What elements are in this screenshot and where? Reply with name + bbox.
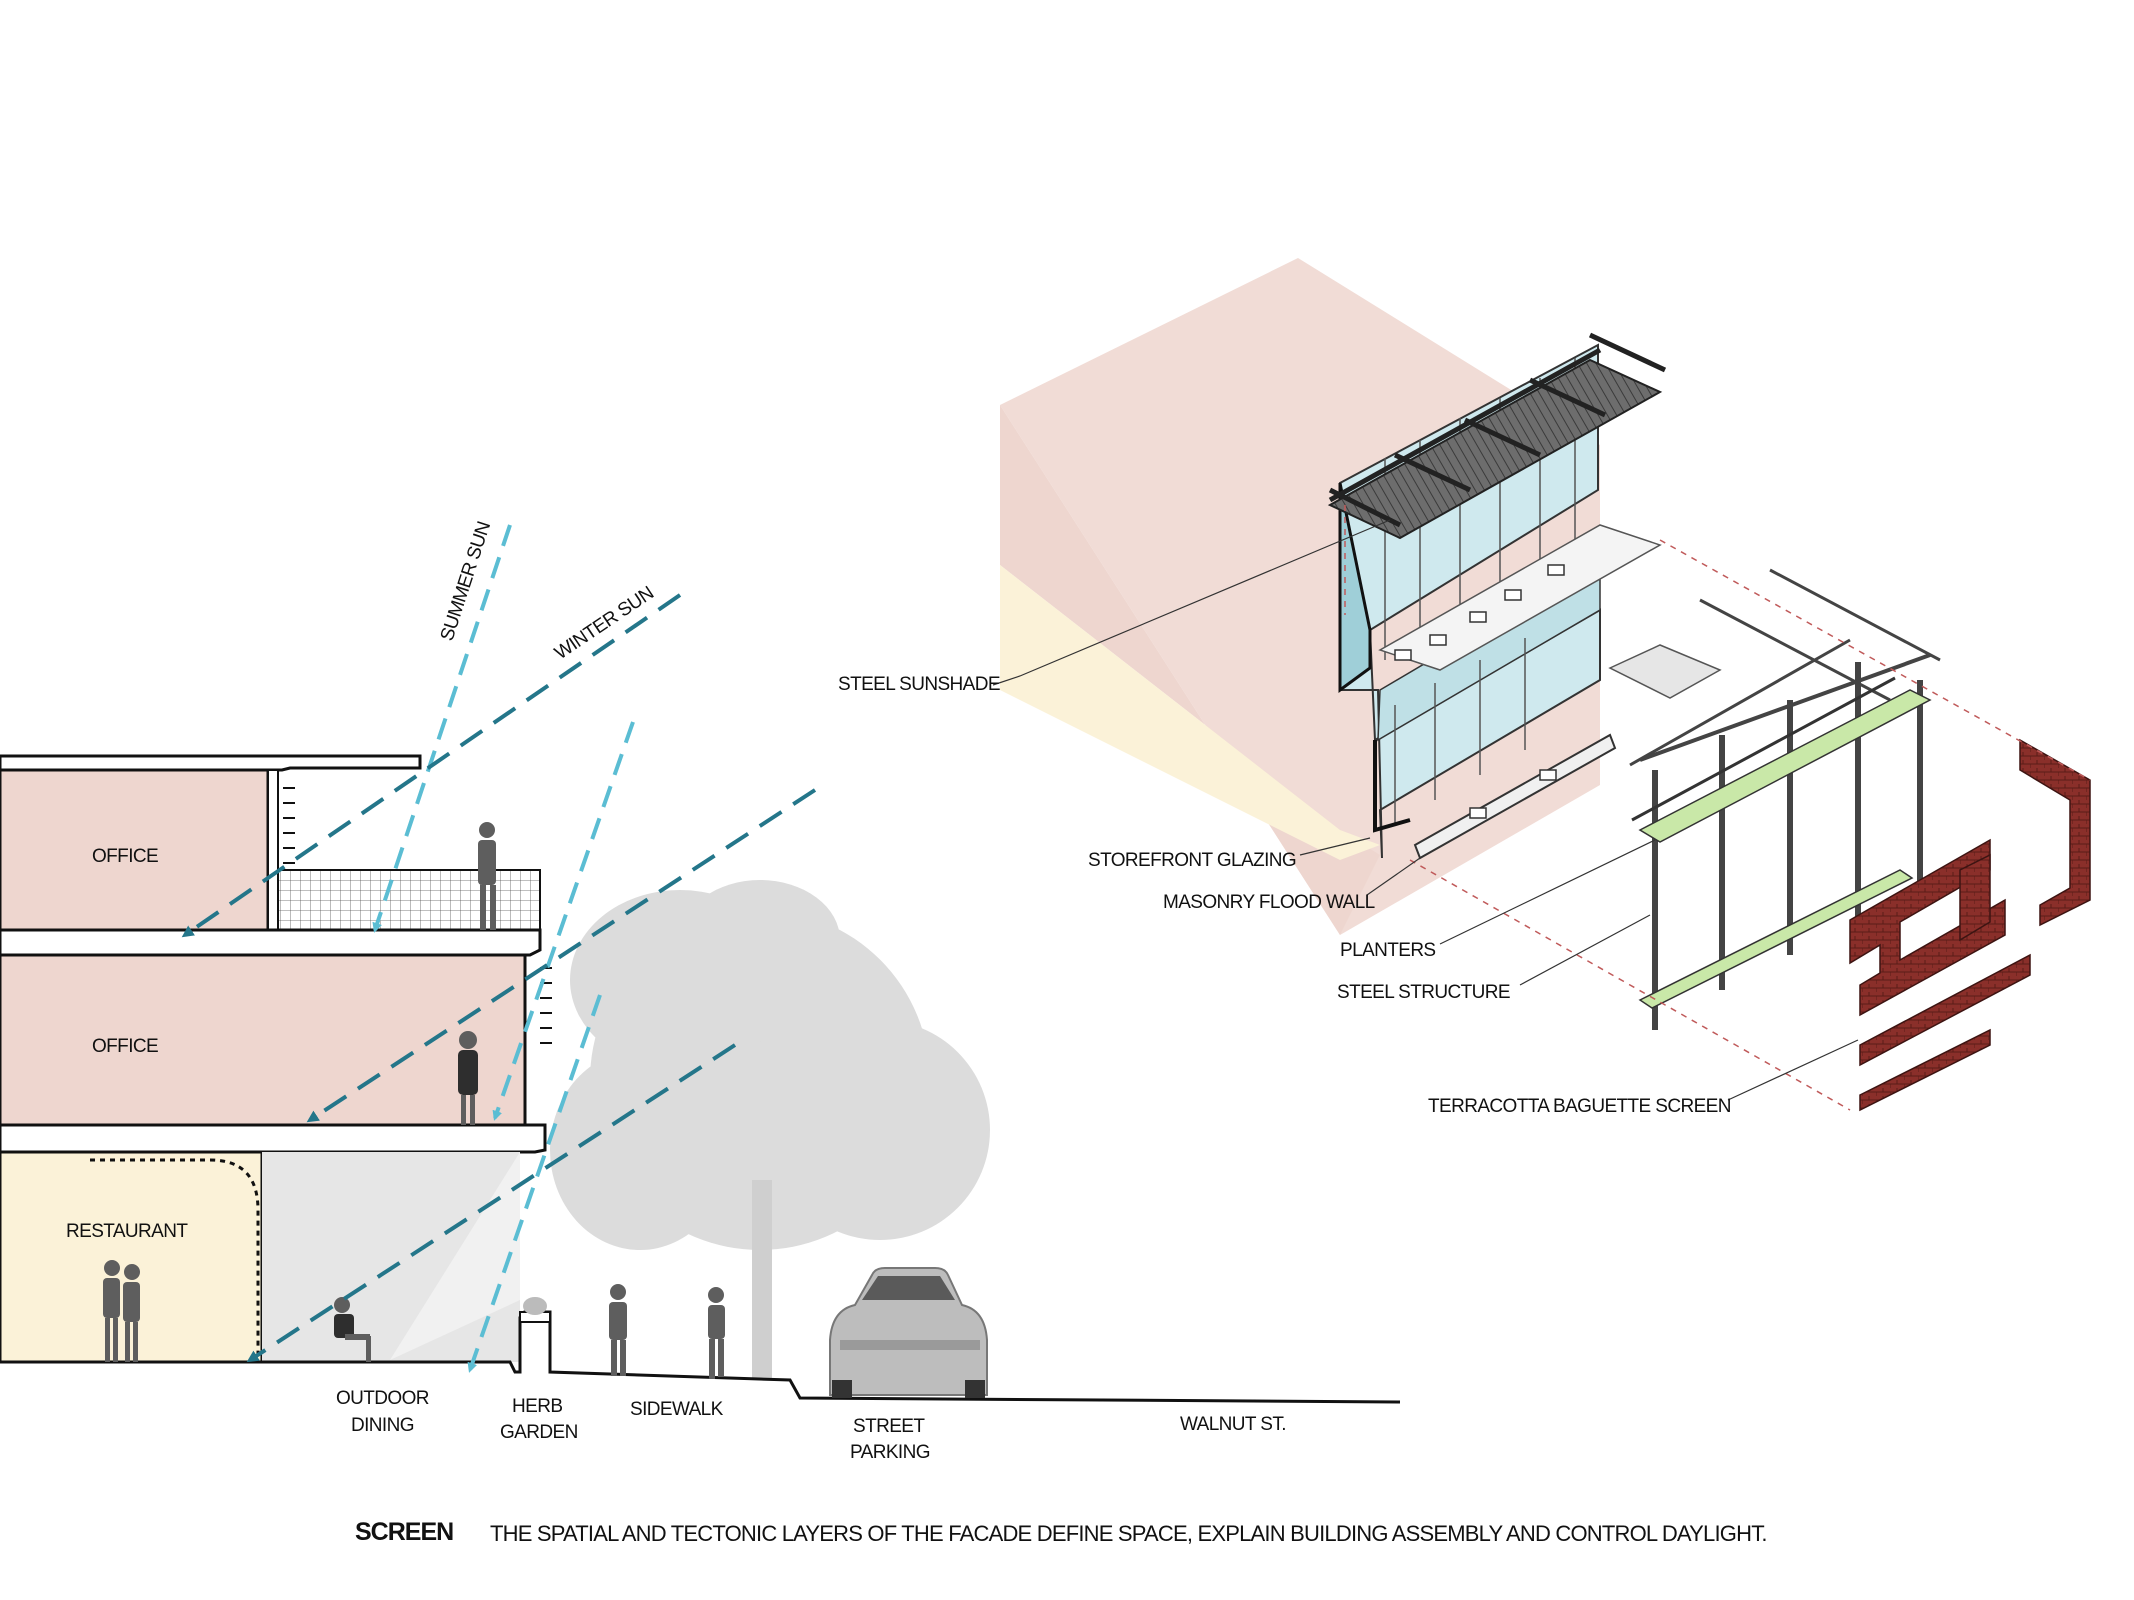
outdoor-dining-label-2: DINING [351, 1415, 414, 1436]
summer-sun-label: SUMMER SUN [437, 519, 495, 643]
office-upper-room [0, 768, 270, 932]
office-lower-label: OFFICE [92, 1036, 158, 1057]
herb-garden-label-2: GARDEN [500, 1422, 578, 1443]
restaurant-room [0, 1150, 264, 1364]
parked-car [829, 1267, 988, 1398]
person-walking-1 [609, 1284, 627, 1376]
summer-sun-rays [372, 524, 635, 1373]
caption-text: THE SPATIAL AND TECTONIC LAYERS OF THE F… [490, 1521, 1768, 1546]
herb-garden-label-1: HERB [512, 1396, 562, 1417]
terracotta-baguette-screen [1849, 738, 2091, 1112]
person-restaurant-2 [123, 1264, 140, 1362]
entry-canopy [1608, 644, 1722, 699]
restaurant-label: RESTAURANT [66, 1221, 188, 1242]
sunshade-label: STEEL SUNSHADE [838, 674, 1000, 695]
street-parking-label-2: PARKING [850, 1442, 930, 1463]
caption-title: SCREEN [355, 1518, 454, 1546]
storefront-glazing-label: STOREFRONT GLAZING [1088, 850, 1296, 871]
office-upper-label: OFFICE [92, 846, 158, 867]
flood-wall-label: MASONRY FLOOD WALL [1163, 892, 1375, 913]
terrace-furniture [1394, 564, 1565, 819]
balcony-railing [277, 869, 541, 931]
restaurant-mass [1000, 565, 1380, 860]
steel-structure-label: STEEL STRUCTURE [1337, 982, 1510, 1003]
winter-sun-rays [181, 593, 817, 1363]
planters-label: PLANTERS [1340, 940, 1436, 961]
person-seated-dining [334, 1297, 371, 1362]
building-section: OFFICE OFFICE RESTAURANT SUMMER SUN WINT… [0, 519, 1401, 1463]
tree-silhouette [550, 880, 990, 1380]
terracotta-label: TERRACOTTA BAGUETTE SCREEN [1428, 1096, 1731, 1117]
planters [1631, 676, 1932, 1009]
steel-sunshade [1327, 332, 1667, 540]
walnut-st-label: WALNUT ST. [1180, 1414, 1286, 1435]
person-office [458, 1031, 478, 1125]
steel-structure [1629, 568, 1941, 1030]
person-balcony [478, 822, 496, 930]
person-jogging [708, 1287, 725, 1379]
facade-axonometric: STEEL SUNSHADE STOREFRONT GLAZING MASONR… [838, 258, 2091, 1117]
person-restaurant-1 [103, 1260, 120, 1362]
office-lower-room [0, 953, 527, 1127]
outdoor-dining-label-1: OUTDOOR [336, 1388, 429, 1409]
people-silhouettes [103, 822, 725, 1379]
street-parking-label-1: STREET [853, 1416, 925, 1437]
sidewalk-label: SIDEWALK [630, 1399, 724, 1420]
